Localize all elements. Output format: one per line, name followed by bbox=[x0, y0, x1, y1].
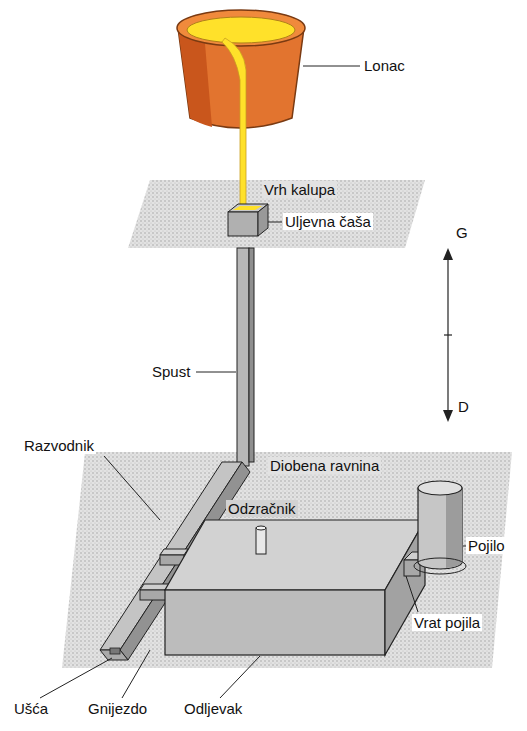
riser bbox=[414, 481, 466, 574]
part-label: Ušća bbox=[12, 700, 50, 717]
part-label: D bbox=[456, 398, 471, 415]
leader-lines bbox=[40, 66, 466, 698]
part-label: Vrh kalupa bbox=[262, 181, 337, 198]
part-label: Odzračnik bbox=[226, 500, 298, 517]
part-label: G bbox=[454, 224, 470, 241]
direction-arrow bbox=[443, 248, 453, 422]
vent bbox=[256, 526, 266, 554]
parting-plane bbox=[62, 452, 512, 668]
part-label: Diobena ravnina bbox=[268, 457, 381, 474]
part-label: Odljevak bbox=[182, 700, 244, 717]
part-label: Spust bbox=[150, 363, 192, 380]
casting bbox=[165, 520, 425, 655]
part-label: Lonac bbox=[362, 57, 407, 74]
mould-top-plane bbox=[128, 180, 425, 248]
part-label: Uljevna čaša bbox=[283, 213, 373, 230]
part-label: Razvodnik bbox=[22, 437, 96, 454]
part-label: Gnijezdo bbox=[86, 700, 149, 717]
sprue bbox=[237, 248, 254, 466]
part-label: Vrat pojila bbox=[412, 614, 482, 631]
pouring-cup bbox=[228, 204, 268, 236]
part-label: Pojilo bbox=[466, 537, 507, 554]
